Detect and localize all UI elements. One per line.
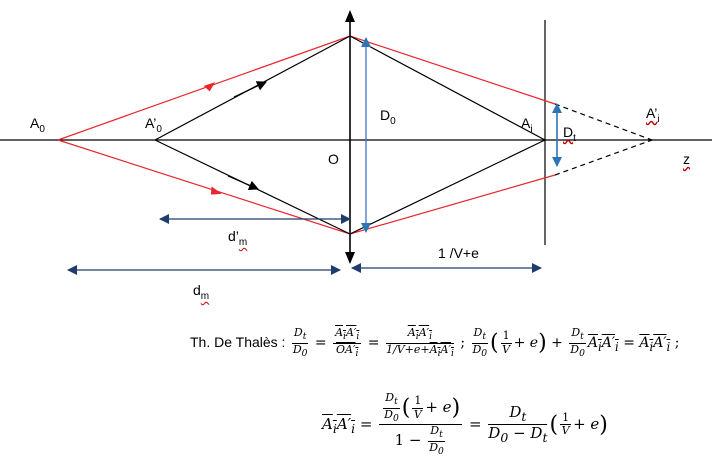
red-ray-top	[57, 35, 556, 141]
thales-prefix: Th. De Thalès :	[190, 334, 286, 351]
label-Ai: Ai	[521, 115, 533, 135]
lens-bottom-arrow	[345, 252, 355, 264]
label-Dt: Dt	[563, 124, 576, 144]
black-ray-bottom	[154, 139, 546, 235]
label-z: z	[683, 151, 690, 167]
label-dm: dm	[193, 282, 210, 302]
black-ray-top	[154, 35, 546, 141]
black-arrow-top	[233, 81, 267, 98]
label-A0: A0	[30, 115, 45, 135]
black-arrow-bottom	[227, 175, 259, 191]
dashed-extension-bottom	[554, 139, 653, 176]
red-arrow-bottom	[210, 186, 222, 195]
label-D0: D0	[380, 107, 396, 127]
label-Ap0: A’0	[145, 115, 162, 135]
lens-top-arrow	[345, 10, 355, 22]
label-O: O	[328, 151, 339, 167]
red-ray-bottom	[57, 139, 556, 235]
label-dpm: d’m	[228, 228, 248, 248]
red-arrow-top	[203, 82, 216, 92]
label-inv: 1 /V+e	[438, 245, 479, 261]
label-Api: A’i	[646, 105, 660, 125]
